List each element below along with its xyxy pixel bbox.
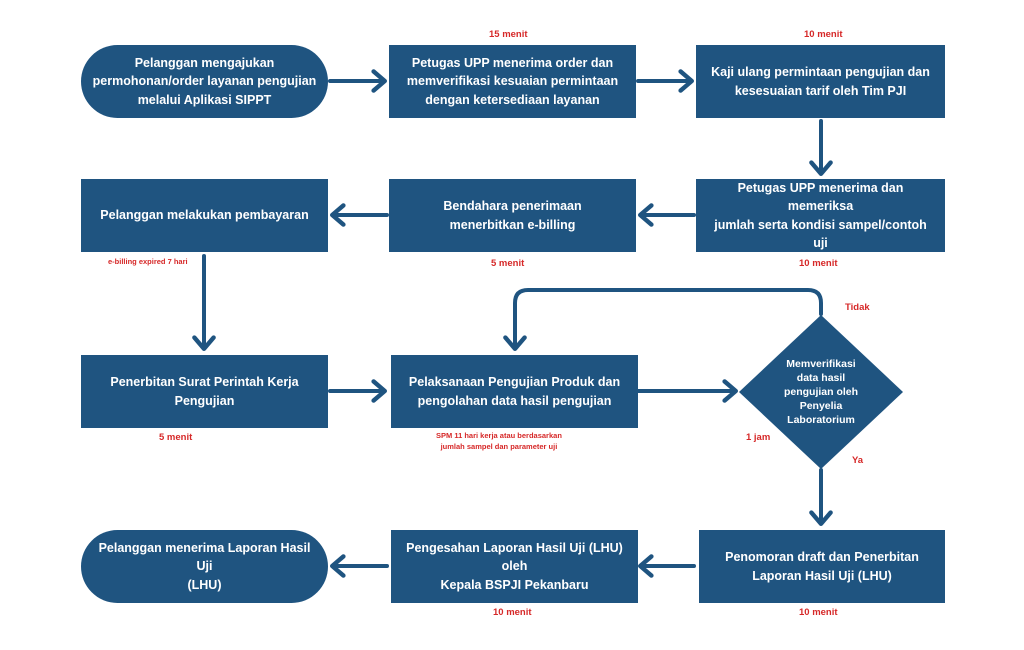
duration-approve-lhu: 10 menit [493,607,532,618]
step-text-line: pengolahan data hasil pengujian [417,393,612,408]
step-text-line: Kaji ulang permintaan pengujian dan [711,65,930,80]
duration-verify-order: 15 menit [489,29,528,40]
step-text-line: (LHU) [187,577,222,592]
duration-issue-ebilling: 5 menit [491,258,525,269]
step-receive-lhu: Pelanggan menerima Laporan Hasil Uji (LHU… [81,530,328,603]
branch-label-yes: Ya [852,455,864,466]
step-text-line: Pelanggan melakukan pembayaran [100,208,309,223]
step-review-request: Kaji ulang permintaan pengujian dan keses… [696,45,945,118]
duration-number-lhu: 10 menit [799,607,838,618]
step-text-line: Bendahara penerimaan [443,199,582,214]
note-ebilling-expiry: e-billing expired 7 hari [108,257,188,266]
duration-verification: 1 jam [746,432,771,443]
step-text-line: permohonan/order layanan pengujian [92,74,317,89]
note-text-line: SPM 11 hari kerja atau berdasarkan [436,431,562,440]
step-submit-order: Pelanggan mengajukan permohonan/order lay… [81,45,328,118]
step-text-line: Petugas UPP menerima dan memeriksa [737,181,904,214]
step-text-line: Kepala BSPJI Pekanbaru [440,577,589,592]
step-issue-ebilling: Bendahara penerimaan menerbitkan e-billin… [389,179,636,252]
step-text-line: Memverifikasi [786,357,856,370]
duration-receive-sample: 10 menit [799,258,838,269]
step-text-line: Penerbitan Surat Perintah Kerja [110,375,299,390]
step-text-line: Laporan Hasil Uji (LHU) [752,568,892,583]
decision-diamond [739,315,903,469]
step-text-line: memverifikasi kesuaian permintaan [406,74,619,89]
step-text-line: Pengujian [174,393,235,408]
step-text-line: Penyelia [799,400,843,413]
step-text-line: kesesuaian tarif oleh Tim PJI [734,83,907,98]
duration-review-request: 10 menit [804,29,843,40]
arrow-loop-tidak [503,288,823,351]
step-text-line: Penomoran draft dan Penerbitan [725,550,919,565]
step-text-line: Pelanggan mengajukan [134,56,275,71]
step-text-line: Pengesahan Laporan Hasil Uji (LHU) oleh [406,541,623,574]
step-text-line: jumlah serta kondisi sampel/contoh uji [714,217,927,250]
step-text-line: data hasil [796,371,846,384]
step-text-line: Laboratorium [787,414,855,427]
step-verify-order: Petugas UPP menerima order dan memverifik… [389,45,636,118]
step-text-line: menerbitkan e-billing [449,217,576,232]
step-text-line: melalui Aplikasi SIPPT [137,92,272,107]
step-text-line: Petugas UPP menerima order dan [411,56,614,71]
step-text-line: dengan ketersediaan layanan [425,92,600,107]
branch-label-no: Tidak [845,302,870,313]
duration-work-order: 5 menit [159,432,193,443]
step-perform-testing: Pelaksanaan Pengujian Produk dan pengolah… [391,355,638,428]
step-text-line: pengujian oleh [783,385,859,398]
step-text-line: Pelanggan menerima Laporan Hasil Uji [98,541,311,574]
step-text-line: Pelaksanaan Pengujian Produk dan [408,375,621,390]
step-customer-payment: Pelanggan melakukan pembayaran [81,179,328,252]
note-text-line: jumlah sampel dan parameter uji [440,441,558,451]
